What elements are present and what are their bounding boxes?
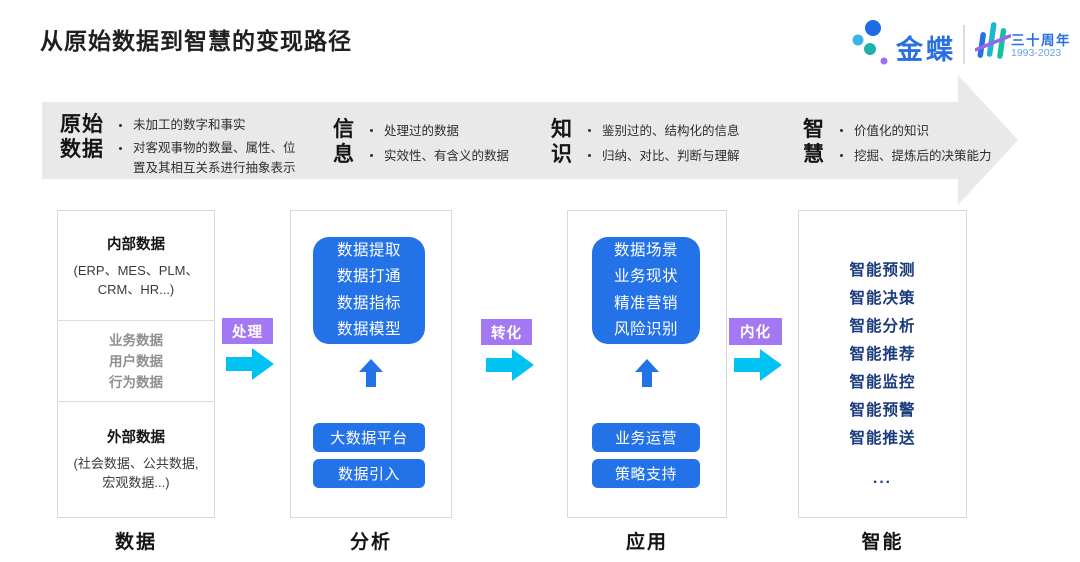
process-line: 数据打通 [336,268,401,285]
data-type: 业务数据 [109,332,163,348]
intelligence-item: 智能预警 [849,402,916,419]
thirty-years-mark-icon [975,22,1011,59]
up-arrow-icon [359,359,383,387]
bullet-dot [840,154,843,157]
process-line: 业务现状 [613,268,678,285]
intelligence-item: 智能推荐 [849,346,916,363]
data-type: 用户数据 [109,353,163,369]
banner-stage-knowledge: 知 识 鉴别过的、结构化的信息 归纳、对比、判断与理解 [551,117,740,170]
intelligence-item: 智能预测 [849,262,916,279]
process-line: 数据场景 [613,241,678,259]
stage-points: 处理过的数据 实效性、有含义的数据 [370,117,509,170]
kingdee-dots-icon [852,20,888,65]
bullet-dot [588,154,591,157]
right-arrow-icon [734,349,782,381]
application-process-box: 数据场景 业务现状 精准营销 风险识别 [592,237,700,344]
intelligence-item-ellipsis: ... [873,470,892,487]
stage-points: 价值化的知识 挖掘、提炼后的决策能力 [840,117,992,170]
strategy-support-button: 策略支持 [592,459,700,488]
anniversary-label: 三十周年 [1011,33,1071,48]
bullet-dot [119,124,122,127]
kingdee-logo-text: 金蝶 [896,35,956,65]
process-line: 精准营销 [613,294,678,312]
bullet-dot [588,129,591,132]
external-data-section: 外部数据 (社会数据、公共数据, 宏观数据...) [58,402,214,515]
external-data-desc: (社会数据、公共数据, 宏观数据...) [73,455,199,490]
banner-stage-raw-data: 原始 数据 未加工的数字和事实 对客观事物的数量、属性、位置及其相互关系进行抽象… [60,112,307,181]
internal-data-section: 内部数据 (ERP、MES、PLM、CRM、HR...) [58,211,214,321]
bullet-dot [119,147,122,150]
stage-points: 鉴别过的、结构化的信息 归纳、对比、判断与理解 [588,117,740,170]
internal-data-desc: (ERP、MES、PLM、CRM、HR...) [73,262,199,297]
column-footer-application: 应用 [625,532,668,553]
analysis-process-box: 数据提取 数据打通 数据指标 数据模型 [313,237,425,344]
data-type: 行为数据 [109,374,163,390]
anniversary-years: 1993-2023 [1011,47,1062,59]
right-arrow-icon [226,348,274,380]
data-sources-panel: 内部数据 (ERP、MES、PLM、CRM、HR...) 业务数据 用户数据 行… [57,210,215,518]
up-arrow-icon [635,359,659,387]
stage-label: 智 慧 [803,118,825,166]
analysis-panel: 数据提取 数据打通 数据指标 数据模型 大数据平台 数据引入 [290,210,452,518]
process-line: 数据指标 [336,294,401,312]
process-line: 数据模型 [336,321,401,338]
column-footer-analysis: 分析 [349,532,392,553]
column-footer-intelligence: 智能 [861,532,904,553]
connector-label-internalize: 内化 [729,318,782,345]
banner-stage-wisdom: 智 慧 价值化的知识 挖掘、提炼后的决策能力 [803,117,992,170]
middle-data-section: 业务数据 用户数据 行为数据 [58,321,214,402]
bullet-dot [370,154,373,157]
intelligence-list: 智能预测 智能决策 智能分析 智能推荐 智能监控 智能预警 智能推送 ... [799,211,966,493]
data-import-button: 数据引入 [313,459,425,488]
logo-divider [963,25,965,64]
stage-label: 原始 数据 [60,113,104,161]
right-arrow-icon [486,349,534,381]
bullet-dot [840,129,843,132]
application-panel: 数据场景 业务现状 精准营销 风险识别 业务运营 策略支持 [567,210,727,518]
stage-label: 知 识 [551,118,573,166]
intelligence-item: 智能决策 [849,290,916,307]
intelligence-item: 智能分析 [849,318,916,335]
internal-data-title: 内部数据 [107,236,165,253]
big-data-platform-button: 大数据平台 [313,423,425,452]
stage-label: 信 息 [333,118,355,166]
connector-label-transform: 转化 [481,319,532,345]
connector-label-process: 处理 [222,318,273,344]
page-title: 从原始数据到智慧的变现路径 [40,28,352,54]
business-operation-button: 业务运营 [592,423,700,452]
process-line: 数据提取 [336,241,401,259]
intelligence-panel: 智能预测 智能决策 智能分析 智能推荐 智能监控 智能预警 智能推送 ... [798,210,967,518]
external-data-title: 外部数据 [107,429,165,446]
stage-points: 未加工的数字和事实 对客观事物的数量、属性、位置及其相互关系进行抽象表示 [119,112,307,181]
process-line: 风险识别 [613,321,678,338]
intelligence-item: 智能监控 [849,374,916,391]
intelligence-item: 智能推送 [849,430,916,447]
banner-stage-information: 信 息 处理过的数据 实效性、有含义的数据 [333,117,509,170]
column-footer-data: 数据 [114,532,157,553]
bullet-dot [370,129,373,132]
